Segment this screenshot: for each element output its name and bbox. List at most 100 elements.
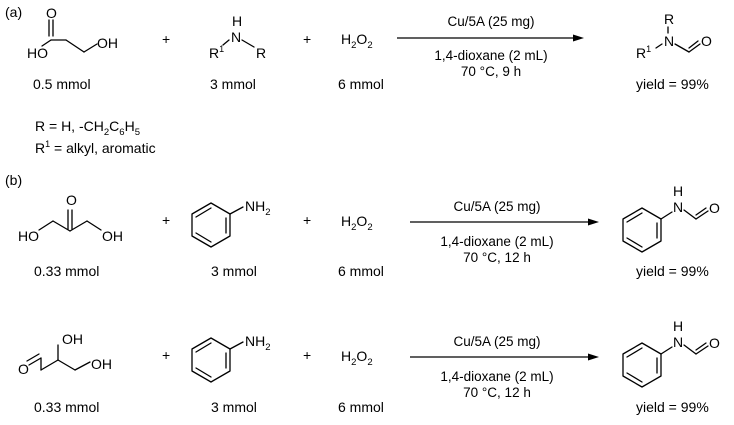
bond-line (688, 43, 701, 53)
reactant2-amount: 3 mmol (210, 76, 256, 92)
atom-r1: R1 (636, 44, 651, 61)
benzene-ring (622, 207, 662, 253)
solvent-condition: 1,4-dioxane (2 mL) (440, 234, 553, 249)
atom-o: O (709, 335, 720, 351)
bond-line (41, 39, 52, 47)
reaction-row-2: O OH OH 0.33 mmol + NH2 3 (18, 318, 720, 415)
panel-a-label: (a) (5, 4, 22, 20)
amine-amount: 3 mmol (211, 399, 257, 415)
plus-sign: + (162, 31, 170, 47)
amine-structure: H N R1 R (209, 13, 266, 61)
atom-o: O (66, 192, 77, 208)
bond-line (695, 342, 707, 351)
benzene-ring (191, 337, 231, 383)
nh2-group: NH2 (245, 333, 271, 353)
atom-r: R (664, 11, 674, 27)
bond-line (626, 372, 643, 383)
aniline-structure: NH2 (191, 198, 271, 248)
panel-b: (b) HO O OH 0.33 mmol + (5, 172, 720, 415)
atom-o: O (18, 361, 29, 377)
bond-line (695, 207, 707, 216)
temperature-condition: 70 °C, 12 h (463, 385, 531, 400)
bond-line (660, 346, 673, 355)
bond-line (26, 353, 40, 362)
bond-line (655, 43, 663, 49)
bond-line (38, 220, 54, 231)
hydrogen-peroxide: H2O2 (341, 213, 373, 233)
aniline-structure: NH2 (191, 333, 271, 383)
bond-line (241, 39, 255, 48)
oxidant-amount: 6 mmol (338, 76, 384, 92)
atom-h: H (673, 183, 683, 199)
bond-line (688, 40, 699, 49)
hydrogen-peroxide: H2O2 (341, 348, 373, 368)
catalyst-condition: Cu/5A (25 mg) (447, 14, 534, 29)
temperature-condition: 70 °C, 9 h (461, 64, 521, 79)
reactant1-amount: 0.5 mmol (33, 76, 91, 92)
atom-o: O (709, 200, 720, 216)
bond-line (626, 347, 643, 358)
atom-n: N (231, 29, 241, 45)
yield-label: yield = 99% (636, 263, 709, 279)
atom-ho: HO (18, 228, 39, 244)
atom-h: H (673, 318, 683, 334)
atom-oh: OH (102, 228, 123, 244)
plus-sign: + (303, 31, 311, 47)
solvent-condition: 1,4-dioxane (2 mL) (440, 369, 553, 384)
atom-oh: OH (91, 356, 112, 372)
arrow-head (588, 218, 599, 226)
bond-line (52, 220, 71, 232)
plus-sign: + (303, 212, 311, 228)
bond-line (683, 209, 697, 220)
benzene-ring (622, 342, 662, 388)
catalyst-condition: Cu/5A (25 mg) (453, 199, 540, 214)
plus-sign: + (303, 347, 311, 363)
bond-line (195, 207, 212, 218)
bond-line (83, 43, 98, 53)
temperature-condition: 70 °C, 12 h (463, 250, 531, 265)
atom-o-carbonyl: O (46, 5, 57, 21)
panel-b-label: (b) (5, 172, 22, 188)
bond-line (195, 342, 212, 353)
hydrogen-peroxide: H2O2 (341, 31, 373, 51)
atom-r: R (256, 45, 266, 61)
atom-ho: HO (27, 45, 48, 61)
reactant1-amount: 0.33 mmol (34, 399, 99, 415)
r1-definition: R1 = alkyl, aromatic (35, 139, 156, 156)
atom-h: H (232, 13, 242, 29)
bond-line (626, 212, 643, 223)
bond-line (683, 344, 697, 355)
reactant1-amount: 0.33 mmol (34, 263, 99, 279)
formanilide-structure: H N O (622, 183, 720, 253)
bond-line (57, 359, 76, 371)
bond-line (695, 345, 709, 355)
atom-oh: OH (97, 35, 118, 51)
bond-line (86, 220, 102, 231)
bond-line (229, 341, 244, 350)
bond-line (222, 39, 230, 46)
bond-line (660, 211, 673, 220)
catalyst-condition: Cu/5A (25 mg) (453, 334, 540, 349)
yield-label: yield = 99% (636, 399, 709, 415)
nh2-group: NH2 (245, 198, 271, 218)
bond-line (40, 359, 59, 371)
bond-line (195, 232, 212, 243)
bond-line (195, 367, 212, 378)
bond-line (695, 210, 709, 220)
yield-label: yield = 99% (636, 76, 709, 92)
arrow-head (588, 353, 599, 361)
glyceraldehyde-structure: O OH OH (18, 331, 112, 377)
bond-line (65, 39, 85, 53)
reaction-row-1: HO O OH 0.33 mmol + NH2 3 mmol (18, 183, 720, 279)
oxidant-amount: 6 mmol (338, 263, 384, 279)
atom-r1: R1 (209, 44, 224, 61)
arrow-head (573, 34, 584, 42)
plus-sign: + (162, 347, 170, 363)
dihydroxyacetone-structure: HO O OH (18, 192, 123, 244)
amine-amount: 3 mmol (211, 263, 257, 279)
n-substituted-formamide-structure: R N R1 O (636, 11, 712, 61)
atom-n: N (673, 199, 683, 215)
bond-line (229, 206, 244, 215)
plus-sign: + (162, 212, 170, 228)
